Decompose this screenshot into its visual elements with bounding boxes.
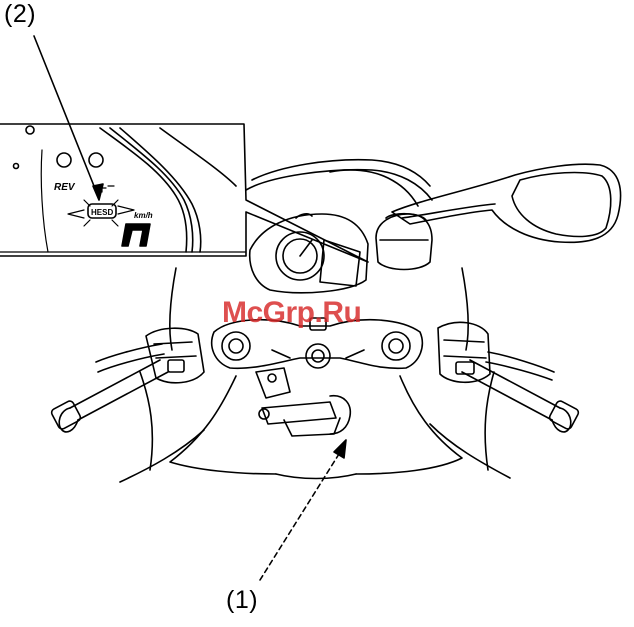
hesd-label: HESD [91, 208, 113, 217]
steering-damper [256, 368, 350, 436]
right-handlebar [462, 352, 580, 432]
watermark-text: McGrp.Ru [222, 296, 361, 330]
callout-label-2: (2) [4, 0, 36, 29]
right-switch-housing [438, 322, 490, 382]
meter-inset: REV HESD km/h [0, 120, 368, 262]
callout-label-1: (1) [226, 586, 258, 615]
speed-unit-label: km/h [134, 211, 153, 220]
windscreen [246, 160, 432, 206]
right-mirror [392, 164, 621, 242]
leader-line-1 [260, 440, 346, 580]
rev-label: REV [54, 182, 76, 193]
